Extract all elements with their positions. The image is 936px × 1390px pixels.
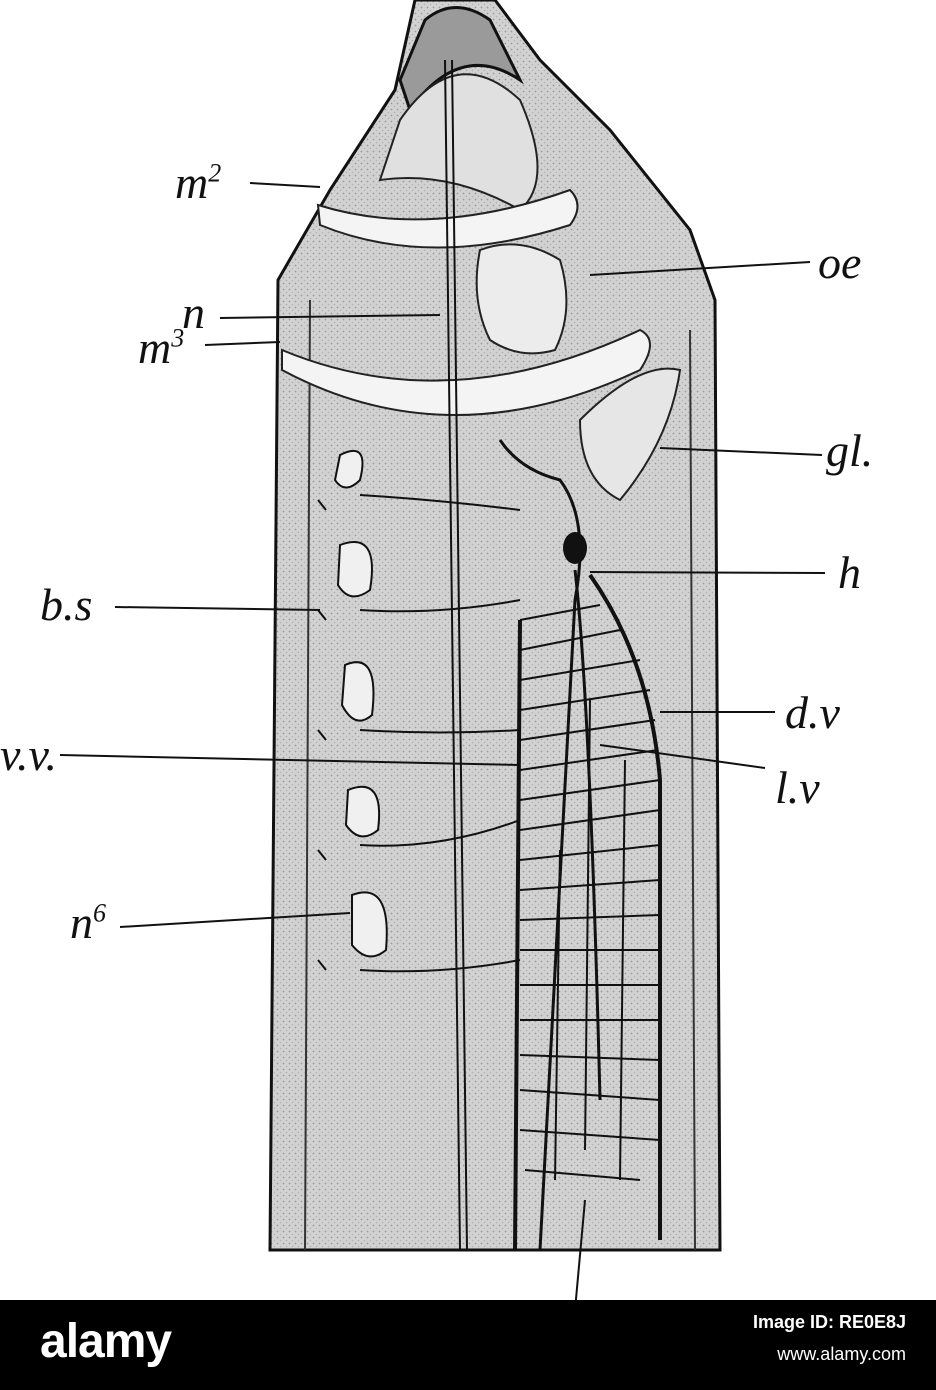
- image-id-text: Image ID: RE0E8J: [752, 1312, 906, 1332]
- gut-stem: [498, 439, 582, 1251]
- label-h: h: [838, 547, 861, 598]
- leader-lines: [59, 182, 826, 1300]
- worm-illustration: [59, 0, 826, 1300]
- leader-h: [589, 571, 826, 574]
- leader-n: [219, 314, 441, 319]
- oesophagus: [475, 243, 568, 355]
- site-url-text: www.alamy.com: [777, 1344, 906, 1364]
- leader-oe: [589, 261, 811, 276]
- label-dv: d.v: [785, 687, 840, 738]
- label-m2: m2: [175, 157, 222, 208]
- anatomical-figure: m2 n m3 oe gl. h b.s d.v v.v. l.v n6: [0, 0, 874, 1300]
- nephridia: [333, 449, 388, 958]
- leader-bottom: [574, 1199, 586, 1300]
- nerve-cord-a: [444, 59, 461, 1251]
- leader-m2: [249, 182, 321, 188]
- label-vv: v.v.: [0, 729, 58, 780]
- vessel-network: [519, 604, 661, 1181]
- leader-bs: [114, 606, 321, 611]
- septum-m3: [281, 328, 651, 416]
- segment-lines: [359, 494, 521, 973]
- inner-wall-right: [689, 329, 696, 1251]
- label-oe: oe: [818, 237, 862, 288]
- stock-watermark-banner: alamy Image ID: RE0E8J www.alamy.com: [0, 1300, 936, 1390]
- label-lv: l.v: [775, 762, 820, 813]
- nerve-cord-b: [451, 59, 468, 1251]
- dorsal-vessel: [588, 573, 662, 1240]
- label-gl: gl.: [826, 425, 874, 476]
- label-bs: b.s: [40, 579, 93, 630]
- gland: [578, 367, 682, 502]
- leader-gl: [659, 447, 823, 456]
- leader-n6: [119, 912, 351, 928]
- label-m3: m3: [138, 322, 185, 373]
- gut-wall: [513, 619, 522, 1251]
- leader-vv: [59, 754, 521, 766]
- leader-lv: [599, 744, 766, 769]
- pharynx-lobe: [378, 73, 539, 212]
- leader-m3: [204, 341, 281, 346]
- label-n6: n6: [70, 897, 106, 948]
- setae: [317, 499, 327, 971]
- alamy-logo: alamy: [40, 1315, 172, 1368]
- heart: [563, 532, 587, 564]
- inner-wall-left: [304, 299, 311, 1251]
- label-n: n: [182, 287, 205, 338]
